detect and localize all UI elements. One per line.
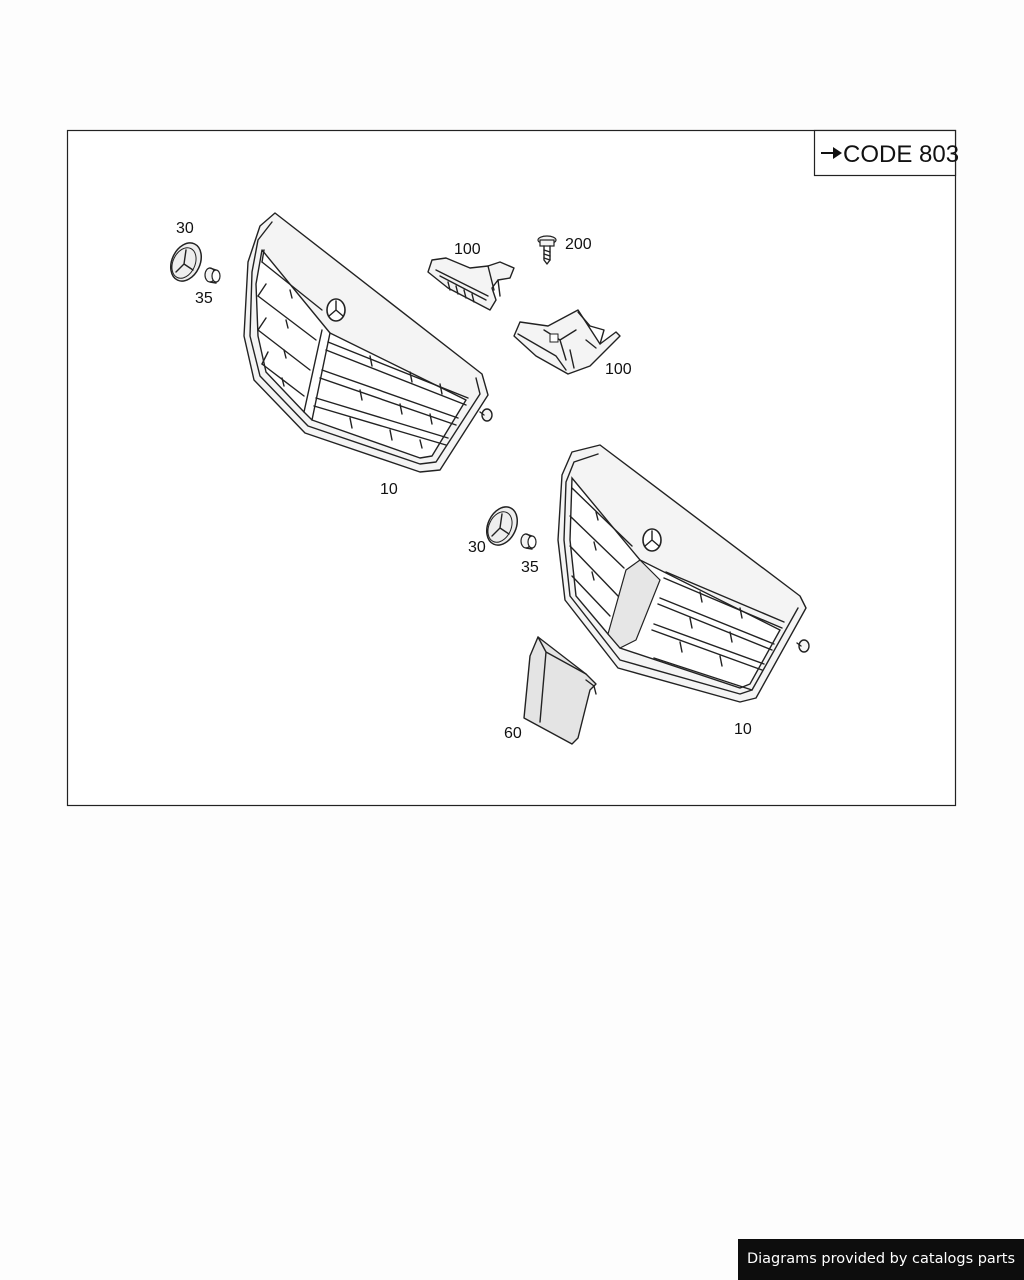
cover-panel xyxy=(523,636,597,745)
grille-right xyxy=(557,444,810,703)
callout-grille-right: 10 xyxy=(734,721,752,738)
code-tag: CODE 803 xyxy=(813,129,959,177)
callout-cover: 60 xyxy=(504,725,522,742)
callout-bushing-left: 35 xyxy=(195,290,213,307)
callout-bracket-right: 100 xyxy=(605,361,632,378)
emblem-right xyxy=(486,506,518,546)
emblem-left xyxy=(170,242,202,282)
callout-emblem-left: 30 xyxy=(176,220,194,237)
callout-emblem-right: 30 xyxy=(468,539,486,556)
callout-grille-left: 10 xyxy=(380,481,398,498)
bolt xyxy=(537,235,557,265)
callout-bracket-top: 100 xyxy=(454,241,481,258)
callout-bushing-right: 35 xyxy=(521,559,539,576)
bracket-top xyxy=(427,257,515,311)
credit-banner: Diagrams provided by catalogs parts xyxy=(738,1239,1024,1280)
bushing-left xyxy=(204,267,221,284)
code-tag-text: CODE 803 xyxy=(843,141,959,168)
bushing-right xyxy=(520,533,537,550)
callout-bolt: 200 xyxy=(565,236,592,253)
arrow-right-icon xyxy=(821,147,842,159)
bracket-right xyxy=(513,309,621,375)
grille-left xyxy=(243,212,493,473)
diagram-frame xyxy=(66,129,957,807)
